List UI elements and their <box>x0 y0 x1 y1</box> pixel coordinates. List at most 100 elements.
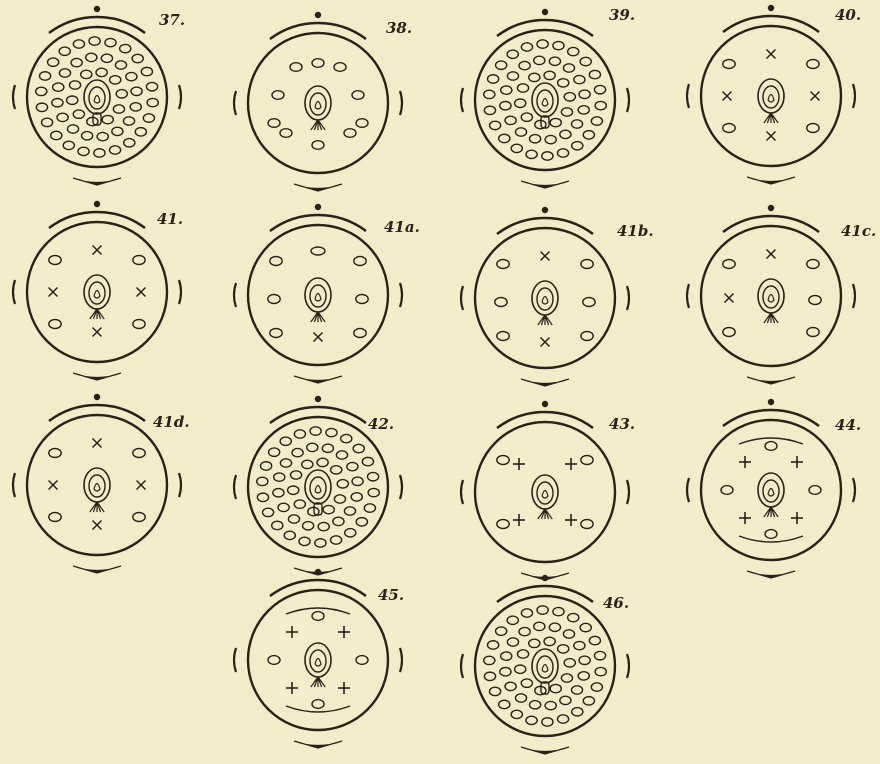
cross-mark <box>767 50 776 59</box>
bract-bottom <box>294 376 342 383</box>
stamen-oval <box>268 119 280 128</box>
stamen-oval <box>53 83 64 91</box>
stamen-oval <box>368 488 379 496</box>
stamen-oval <box>131 87 142 95</box>
stamen-oval <box>290 471 301 479</box>
pistil-inner <box>537 656 553 678</box>
axis-dot <box>542 9 548 15</box>
stamen-oval <box>591 117 602 125</box>
stamen-oval <box>553 607 564 615</box>
bract-arc-top <box>49 212 145 228</box>
axis-dot <box>768 5 774 11</box>
stamen-oval <box>542 152 553 160</box>
stamen-oval <box>500 667 511 675</box>
stamen-oval <box>580 57 591 65</box>
axis-dot <box>94 394 100 400</box>
stamen-oval <box>48 58 59 66</box>
pistil-inner <box>89 282 105 304</box>
stamen-oval <box>519 61 530 69</box>
stamen-oval <box>529 639 540 647</box>
stamen-oval <box>505 682 516 690</box>
bract-arc-top <box>723 16 819 32</box>
bract-bottom <box>747 571 795 578</box>
plus-mark <box>739 512 751 524</box>
stamen-oval <box>89 37 100 45</box>
stamen-oval <box>311 247 325 255</box>
stamen-oval <box>294 500 305 508</box>
stamen-oval <box>550 118 561 126</box>
stamen-oval <box>272 91 284 100</box>
stamen-oval <box>534 56 545 64</box>
stamen-oval <box>537 40 548 48</box>
bract-right <box>179 280 181 304</box>
stamen-oval <box>501 86 512 94</box>
stamen-oval <box>544 637 555 645</box>
flower-outline <box>701 26 841 166</box>
stamen-oval <box>273 488 284 496</box>
cross-mark <box>137 481 146 490</box>
stamen-oval <box>294 430 305 438</box>
pistil-core <box>542 665 548 673</box>
bract-arc-top <box>497 218 593 234</box>
flower-outline <box>27 222 167 362</box>
stamen-oval <box>521 609 532 617</box>
stamen-oval <box>564 93 575 101</box>
figure-label: 41. <box>157 210 183 228</box>
cross-mark <box>93 328 102 337</box>
stamen-oval <box>331 466 342 474</box>
pistil-core <box>94 96 100 104</box>
plus-mark <box>791 456 803 468</box>
stamen-oval <box>558 645 569 653</box>
bract-bottom <box>294 184 342 191</box>
axis-dot <box>94 201 100 207</box>
stamen-oval <box>583 131 594 139</box>
stamen-oval <box>517 650 528 658</box>
stamen-oval <box>515 694 526 702</box>
stamen-oval <box>595 667 606 675</box>
stamen-oval <box>312 700 324 709</box>
stamen-oval <box>765 530 777 539</box>
stamen-oval <box>568 613 579 621</box>
stamen-oval <box>147 98 158 106</box>
stamen-oval <box>515 665 526 673</box>
stamen-oval <box>521 679 532 687</box>
bract-arc-top <box>497 586 593 602</box>
stamen-oval <box>497 260 509 269</box>
cross-mark <box>767 132 776 141</box>
figure-label: 37. <box>159 11 185 29</box>
figure-label: 41b. <box>617 222 654 240</box>
stamen-oval <box>496 627 507 635</box>
stamen-oval <box>261 462 272 470</box>
stamen-oval <box>268 295 280 304</box>
stamen-oval <box>310 427 321 435</box>
stamen-oval <box>809 486 821 495</box>
stamen-oval <box>591 683 602 691</box>
cross-mark <box>49 288 58 297</box>
stamen-oval <box>519 627 530 635</box>
stamen-oval <box>595 101 606 109</box>
stamen-oval <box>530 135 541 143</box>
stamen-oval <box>97 132 108 140</box>
stamen-oval <box>73 110 84 118</box>
stamen-oval <box>81 70 92 78</box>
stamen-oval <box>499 134 510 142</box>
stamen-oval <box>307 443 318 451</box>
stamen-oval <box>67 96 78 104</box>
figure-label: 44. <box>835 416 861 434</box>
stamen-oval <box>71 58 82 66</box>
stamen-oval <box>280 459 291 467</box>
stamen-oval <box>312 612 324 621</box>
pistil-inner <box>89 87 105 109</box>
stamen-oval <box>49 449 61 458</box>
pistil-inner <box>310 93 326 115</box>
stamen-oval <box>317 458 328 466</box>
cross-mark <box>767 250 776 259</box>
bract-arc-top <box>723 216 819 232</box>
pistil-core <box>768 295 774 303</box>
stamen-oval <box>133 320 145 329</box>
stamen-oval <box>86 53 97 61</box>
bract-right <box>853 284 855 308</box>
stamen-oval <box>141 67 152 75</box>
stamen-oval <box>550 684 561 692</box>
stamen-oval <box>303 522 314 530</box>
